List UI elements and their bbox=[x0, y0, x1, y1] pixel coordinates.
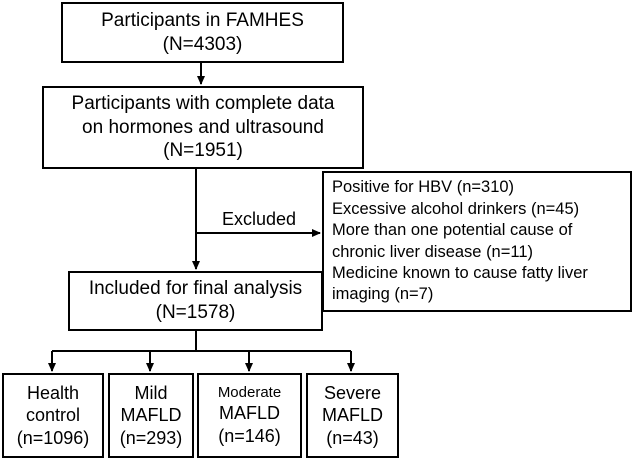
box-title: Participants in FAMHES bbox=[101, 9, 304, 31]
box-excluded-reasons: Positive for HBV (n=310) Excessive alcoh… bbox=[322, 171, 632, 312]
box-title-cont: MAFLD bbox=[218, 403, 280, 424]
box-participants-famhes: Participants in FAMHES (N=4303) bbox=[61, 2, 344, 63]
excluded-item: chronic liver disease (n=11) bbox=[332, 242, 533, 261]
excluded-item: imaging (n=7) bbox=[332, 285, 434, 304]
box-title-cont: MAFLD bbox=[120, 405, 182, 426]
excluded-item: Medicine known to cause fatty liver bbox=[332, 263, 588, 282]
box-count: (N=1951) bbox=[163, 140, 243, 162]
box-moderate-mafld: Moderate MAFLD (n=146) bbox=[197, 373, 302, 458]
box-title: Moderate bbox=[217, 383, 282, 401]
excluded-item: Positive for HBV (n=310) bbox=[332, 178, 515, 197]
box-title: Mild bbox=[134, 382, 168, 403]
box-title: Included for final analysis bbox=[88, 278, 303, 300]
excluded-item: Excessive alcohol drinkers (n=45) bbox=[332, 199, 580, 218]
box-complete-data: Participants with complete data on hormo… bbox=[42, 86, 364, 169]
box-title-cont: control bbox=[25, 405, 81, 426]
box-included-final: Included for final analysis (N=1578) bbox=[68, 271, 323, 331]
box-count: (N=4303) bbox=[162, 33, 243, 55]
excluded-item: More than one potential cause of bbox=[332, 221, 573, 240]
box-count: (n=146) bbox=[218, 425, 281, 446]
box-health-control: Health control (n=1096) bbox=[2, 373, 104, 458]
box-title: Severe bbox=[323, 382, 382, 403]
box-title-cont: MAFLD bbox=[321, 405, 383, 426]
box-count: (n=43) bbox=[326, 427, 379, 448]
box-title-cont: on hormones and ultrasound bbox=[82, 116, 324, 138]
excluded-label: Excluded bbox=[222, 209, 297, 229]
box-count: (n=293) bbox=[119, 427, 183, 448]
box-title: Health bbox=[26, 382, 80, 403]
box-mild-mafld: Mild MAFLD (n=293) bbox=[108, 373, 194, 458]
box-count: (N=1578) bbox=[155, 302, 236, 323]
box-count: (n=1096) bbox=[16, 427, 90, 448]
box-title: Participants with complete data bbox=[71, 92, 335, 114]
box-severe-mafld: Severe MAFLD (n=43) bbox=[306, 373, 399, 458]
